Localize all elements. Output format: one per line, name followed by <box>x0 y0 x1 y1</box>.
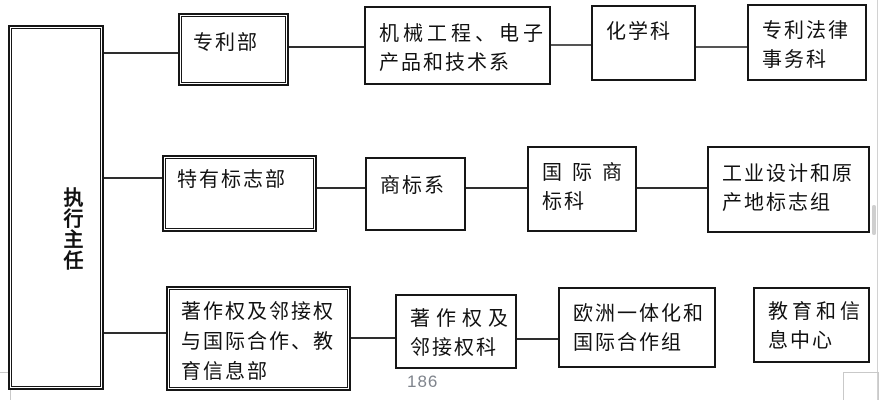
distinctive-signs-label: 特有标志部 <box>177 167 287 191</box>
page-edge-line <box>877 0 878 400</box>
scrollbar-thumb[interactable] <box>872 205 876 235</box>
industrial-design-line1: 工业设计和原 <box>722 161 854 185</box>
org-box-trademark-div: 商标系 <box>365 157 466 231</box>
copyright-sec-line2: 邻接权科 <box>410 335 498 359</box>
org-box-copyright-dept: 著作权及邻接权 与国际合作、教 育信息部 <box>166 286 351 391</box>
page-number: 186 <box>407 372 439 391</box>
org-box-copyright-sec: 著作权及 邻接权科 <box>395 294 517 369</box>
edu-info-line1: 教育和信 <box>768 299 864 323</box>
connector-chemistry-legal <box>696 46 747 48</box>
patent-legal-line2: 事务科 <box>762 47 828 71</box>
connector-trademark-intl <box>466 187 527 189</box>
copyright-dept-line3: 育信息部 <box>181 359 269 383</box>
edu-info-line2: 息中心 <box>768 328 834 352</box>
org-box-eu-integration-group: 欧洲一体化和 国际合作组 <box>558 287 716 368</box>
patent-legal-line1: 专利法律 <box>762 18 850 42</box>
org-box-chemistry-sec: 化学科 <box>591 5 696 81</box>
copyright-dept-line2: 与国际合作、教 <box>181 329 335 353</box>
connector-intl-industrial <box>637 187 707 189</box>
org-box-executive-director: 执行主任 <box>8 25 104 390</box>
intl-trademark-line2: 标科 <box>542 189 586 213</box>
mech-eng-line1: 机械工程、电子 <box>379 21 547 45</box>
copyright-sec-line1: 著作权及 <box>410 306 514 330</box>
eu-integration-line1: 欧洲一体化和 <box>573 301 705 325</box>
org-box-intl-trademark-sec: 国际商 标科 <box>527 146 637 232</box>
connector-copyright-sec-eu <box>517 338 558 340</box>
org-box-mech-eng-dept: 机械工程、电子 产品和技术系 <box>364 6 551 85</box>
margin-crop-mark-horizontal <box>0 372 8 373</box>
connector-signs-trademark <box>317 187 365 189</box>
connector-root-signs-dept <box>104 177 162 179</box>
mech-eng-line2: 产品和技术系 <box>379 50 511 74</box>
page-corner-frame <box>843 372 879 400</box>
org-box-edu-info-center: 教育和信 息中心 <box>753 287 870 363</box>
chemistry-sec-label: 化学科 <box>606 19 672 43</box>
connector-patent-mech <box>289 46 364 48</box>
org-box-patent-legal-sec: 专利法律 事务科 <box>747 4 867 81</box>
executive-director-label: 执行主任 <box>60 187 84 271</box>
eu-integration-line2: 国际合作组 <box>573 330 683 354</box>
industrial-design-line2: 产地标志组 <box>722 190 832 214</box>
connector-copyright-dept-sec <box>351 337 395 339</box>
org-box-industrial-design-group: 工业设计和原 产地标志组 <box>707 146 870 233</box>
org-box-patent-dept: 专利部 <box>178 13 289 86</box>
trademark-div-label: 商标系 <box>380 173 446 197</box>
margin-crop-mark-vertical <box>10 390 11 400</box>
connector-root-patent-dept <box>104 52 178 54</box>
org-box-distinctive-signs-dept: 特有标志部 <box>162 155 317 232</box>
intl-trademark-line1: 国际商 <box>542 160 632 184</box>
connector-root-copyright-dept <box>104 332 166 334</box>
connector-mech-chemistry <box>551 44 591 46</box>
copyright-dept-line1: 著作权及邻接权 <box>181 299 335 323</box>
patent-dept-label: 专利部 <box>193 30 259 54</box>
